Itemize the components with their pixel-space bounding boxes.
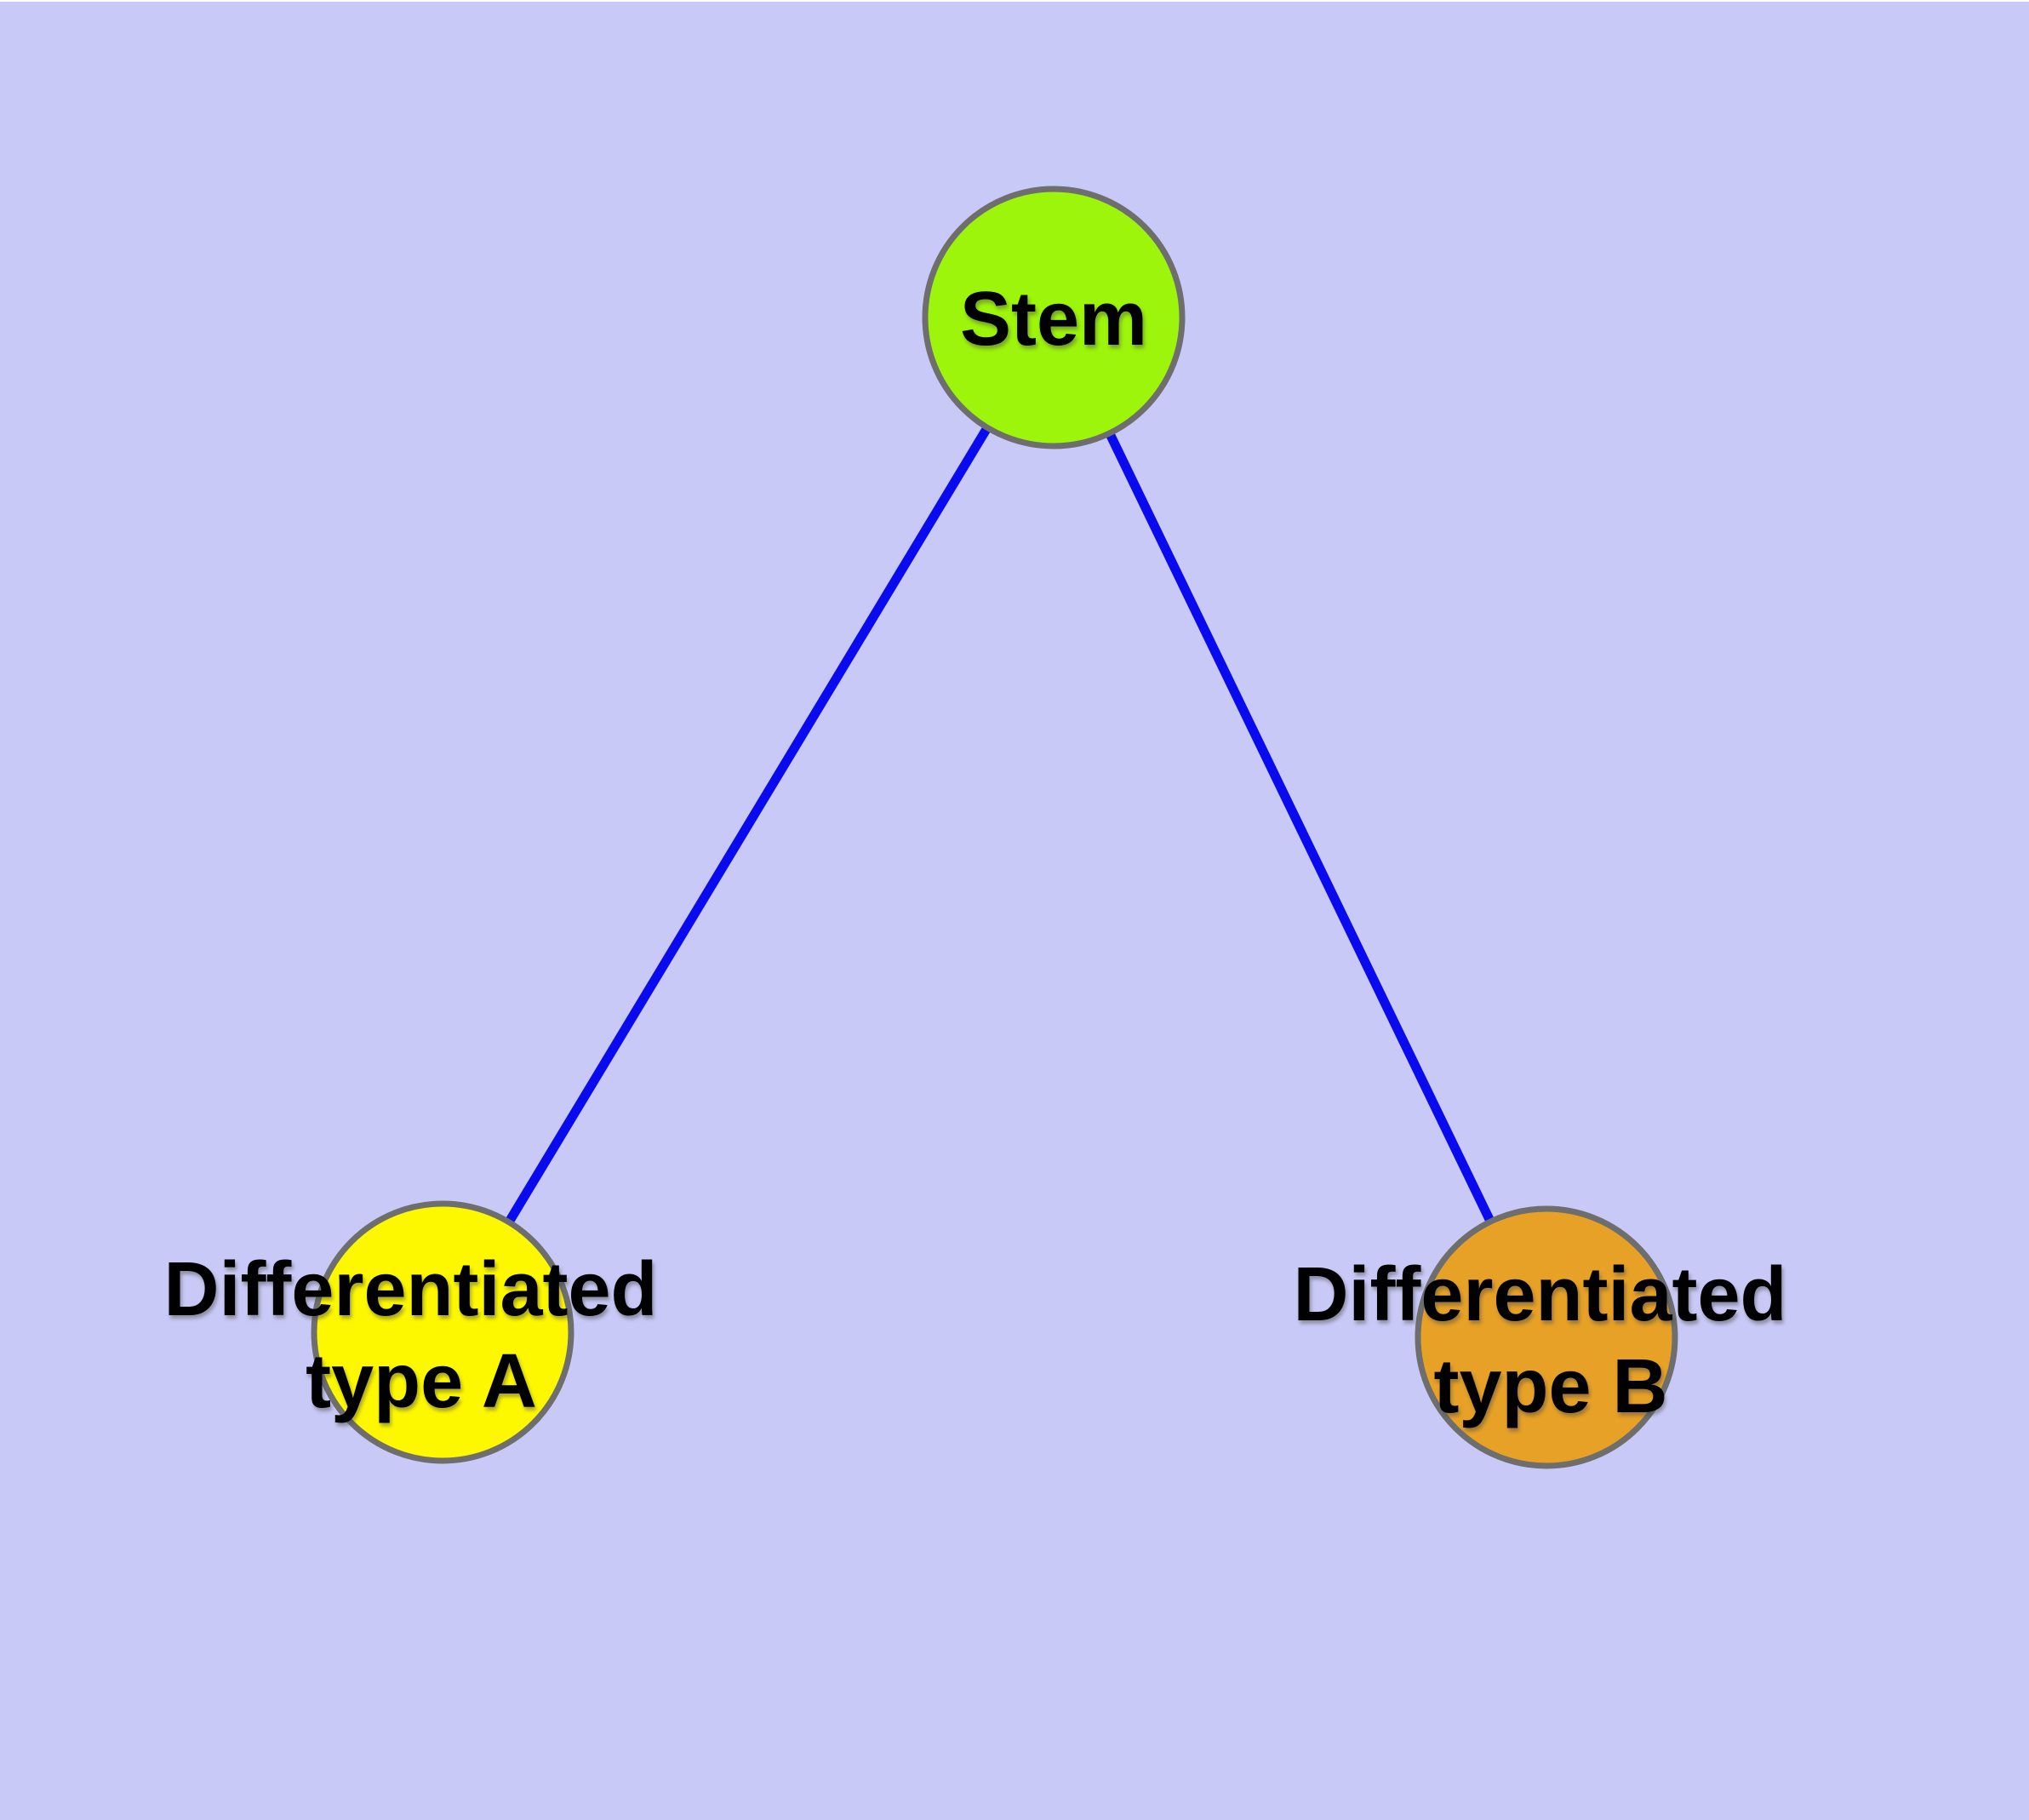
type-b-label-line1: Differentiated [1293, 1252, 1786, 1337]
type-b-label-line2: type B [1433, 1344, 1667, 1429]
edge-stem-to-type-b [1049, 315, 1551, 1340]
label-group: Stem Differentiated type A Differentiate… [163, 277, 1808, 1429]
node-differentiated-type-b [1415, 1205, 1678, 1469]
type-a-label-line2: type A [306, 1339, 537, 1424]
node-group [311, 186, 1678, 1469]
type-b-label: Differentiated type B [1293, 1252, 1808, 1429]
node-differentiated-type-a [311, 1200, 574, 1464]
edge-group [438, 315, 1551, 1340]
stem-label: Stem [960, 277, 1147, 362]
edge-stem-to-type-a [438, 315, 1058, 1335]
node-stem [922, 186, 1186, 449]
type-a-label: Differentiated type A [163, 1247, 678, 1424]
type-a-label-line1: Differentiated [163, 1247, 657, 1332]
